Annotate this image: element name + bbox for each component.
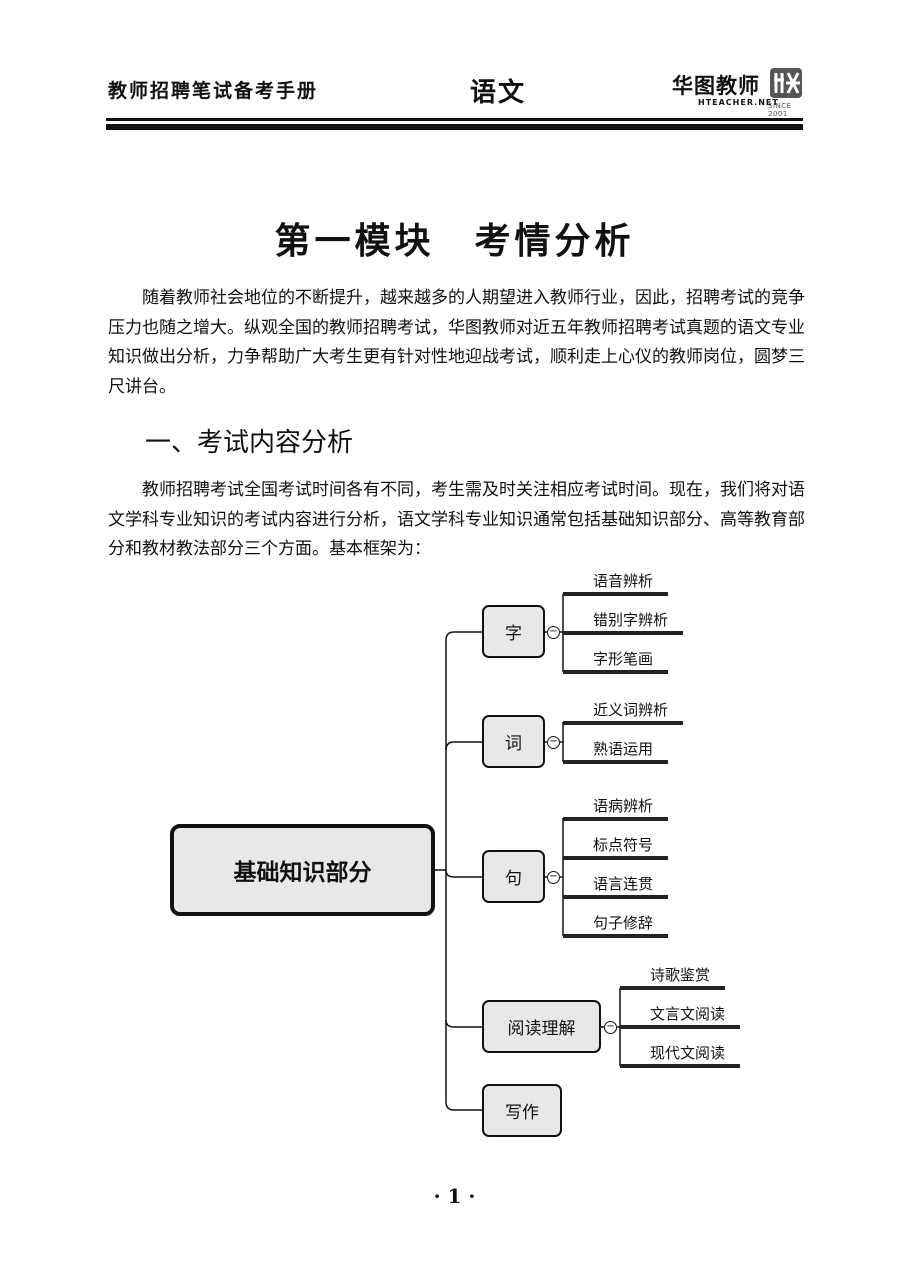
leaf-underline [563,631,683,635]
brand-name: 华图教师 [672,74,760,98]
leaf: 文言文阅读 [650,1005,726,1023]
brand-since: SINCE 2001 [768,102,792,118]
leaf: 标点符号 [593,836,654,854]
leaf-underline [563,895,668,899]
leaf: 字形笔画 [593,650,654,668]
header-rule-thick [106,124,803,130]
leaf: 现代文阅读 [650,1044,726,1062]
brand-url: HTEACHER.NET [698,98,779,107]
branch-writing: 写作 [482,1084,562,1137]
brand-logo: 华图教师 HTEACHER.NET SINCE 2001 [672,68,804,118]
section-heading: 一、考试内容分析 [145,428,354,458]
intro-paragraph: 随着教师社会地位的不断提升，越来越多的人期望进入教师行业，因此，招聘考试的竞争压… [108,288,805,397]
page-number: · 1 · [433,1184,476,1208]
collapse-icon[interactable]: − [547,626,560,639]
section-paragraph: 教师招聘考试全国考试时间各有不同，考生需及时关注相应考试时间。现在，我们将对语文… [108,480,805,559]
leaf: 错别字辨析 [593,611,669,629]
branch-zi: 字 [482,605,545,658]
mindmap-root: 基础知识部分 [170,824,435,916]
leaf: 语言连贯 [593,875,654,893]
logo-mark-icon [770,68,802,98]
leaf-underline [563,760,668,764]
collapse-icon[interactable]: − [547,871,560,884]
collapse-icon[interactable]: − [547,736,560,749]
branch-reading: 阅读理解 [482,1000,601,1053]
leaf: 诗歌鉴赏 [650,966,711,984]
book-title: 教师招聘笔试备考手册 [108,80,319,102]
leaf-underline [563,592,668,596]
subject-title: 语文 [470,78,527,108]
leaf: 熟语运用 [593,740,654,758]
collapse-icon[interactable]: − [604,1021,617,1034]
leaf-underline [563,670,668,674]
module-title: 第一模块 考情分析 [274,220,635,262]
leaf: 语音辨析 [593,572,654,590]
leaf-underline [620,1064,740,1068]
leaf: 句子修辞 [593,914,654,932]
branch-ci: 词 [482,715,545,768]
leaf-underline [563,934,668,938]
leaf: 近义词辨析 [593,701,669,719]
leaf-underline [563,721,683,725]
leaf-underline [563,817,668,821]
leaf-underline [620,986,725,990]
leaf-underline [563,856,668,860]
branch-ju: 句 [482,850,545,903]
header-rule-thin [106,118,803,121]
leaf: 语病辨析 [593,797,654,815]
leaf-underline [620,1025,740,1029]
